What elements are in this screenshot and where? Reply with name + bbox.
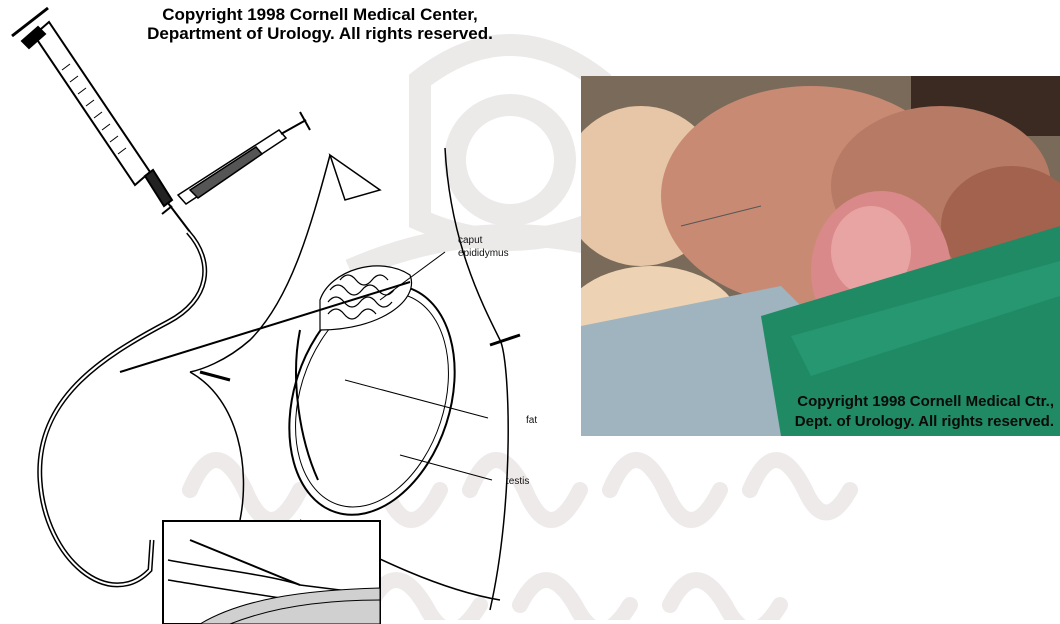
- label-fat: fat: [526, 415, 537, 426]
- photo-scene: [581, 76, 1060, 436]
- large-syringe: [12, 8, 190, 232]
- photo-copyright-line-2: Dept. of Urology. All rights reserved.: [654, 412, 1054, 432]
- small-syringe: [162, 112, 310, 214]
- photo-copyright-line-1: Copyright 1998 Cornell Medical Ctr.,: [654, 392, 1054, 412]
- label-caput: caput: [458, 235, 483, 246]
- label-epididymus: epididymus: [458, 248, 509, 259]
- photo-copyright: Copyright 1998 Cornell Medical Ctr., Dep…: [654, 392, 1054, 432]
- surgical-diagram: caput epididymus fat testis: [0, 0, 580, 624]
- inset-detail: [163, 521, 380, 624]
- label-testis: testis: [506, 476, 529, 487]
- surgical-photo: Copyright 1998 Cornell Medical Ctr., Dep…: [581, 76, 1060, 436]
